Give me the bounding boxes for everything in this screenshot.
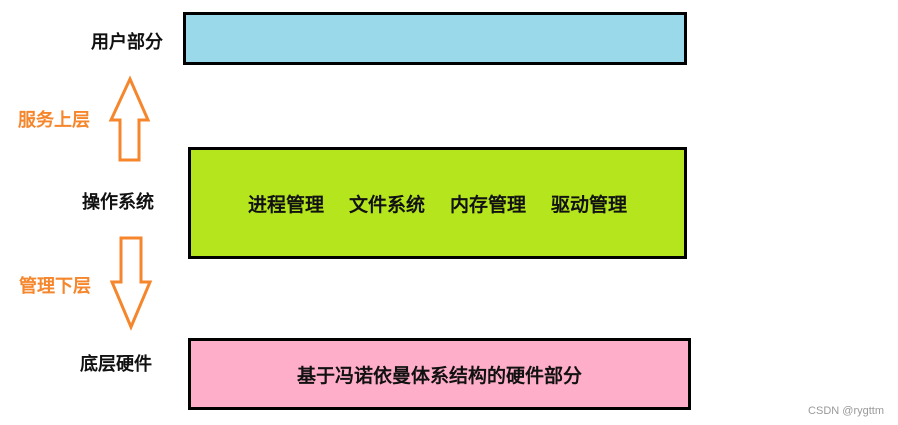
os-module-memory: 内存管理 [450, 193, 527, 216]
down-arrow-icon [109, 236, 153, 331]
os-module-filesystem: 文件系统 [348, 193, 425, 216]
hardware-layer-label: 底层硬件 [80, 354, 152, 375]
up-arrow-icon [108, 75, 151, 162]
user-layer-label: 用户部分 [91, 32, 163, 53]
serve-upper-label: 服务上层 [18, 110, 90, 131]
hardware-layer-box: 基于冯诺依曼体系结构的硬件部分 [188, 338, 691, 410]
os-module-process: 进程管理 [247, 193, 324, 216]
os-module-driver: 驱动管理 [551, 193, 628, 216]
user-layer-box [183, 12, 687, 65]
os-modules: 进程管理 文件系统 内存管理 驱动管理 [248, 190, 627, 217]
manage-lower-label: 管理下层 [19, 276, 91, 297]
watermark: CSDN @rygttm [808, 405, 884, 417]
hardware-layer-box-text: 基于冯诺依曼体系结构的硬件部分 [296, 364, 582, 387]
os-layer-box: 进程管理 文件系统 内存管理 驱动管理 [188, 147, 687, 259]
os-layer-label: 操作系统 [82, 192, 154, 213]
